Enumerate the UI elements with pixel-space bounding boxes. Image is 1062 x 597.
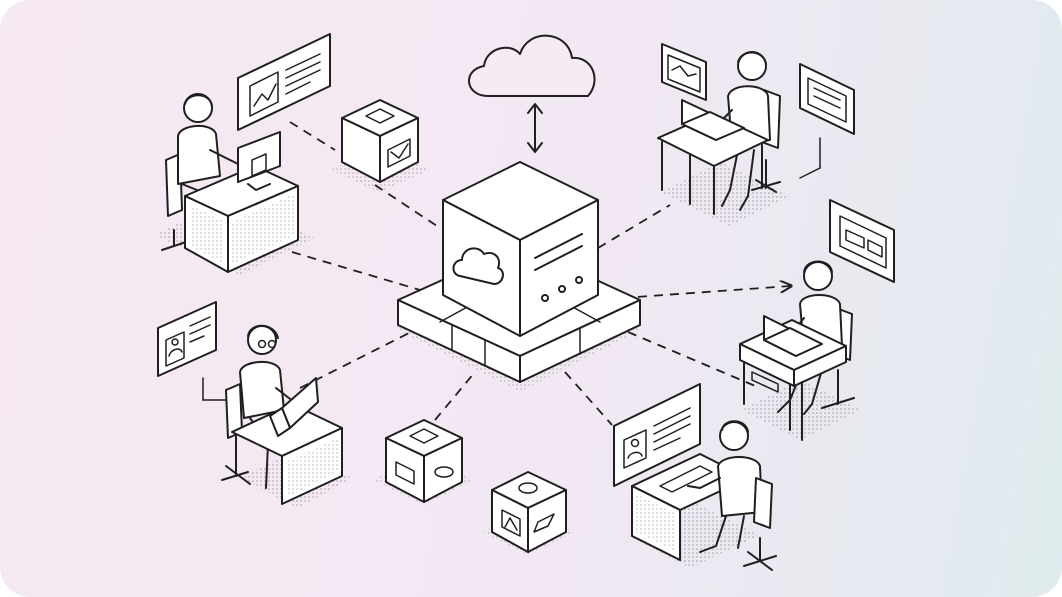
person-icon (183, 93, 213, 123)
data-box-bottom (483, 471, 575, 555)
workstation-bottom-left (221, 324, 352, 508)
monitor-card-icon (661, 43, 707, 101)
workstation-right (739, 260, 860, 441)
workstation-top-left (155, 93, 315, 275)
workstation-top-right (657, 51, 790, 226)
data-box-top (330, 99, 430, 192)
connector-lines (202, 121, 821, 426)
central-server (397, 161, 641, 392)
text-card-icon (799, 63, 855, 135)
data-box-bottom-left (374, 419, 474, 505)
form-card-icon (829, 199, 895, 283)
id-card-icon (157, 301, 217, 377)
chart-card-icon (237, 33, 331, 131)
workstation-bottom-right (613, 383, 777, 571)
cloud-icon (452, 247, 504, 285)
person-icon (803, 261, 833, 291)
monitor-icon (613, 383, 701, 487)
sync-arrow-icon (527, 103, 543, 153)
cloud-icon (468, 34, 596, 97)
